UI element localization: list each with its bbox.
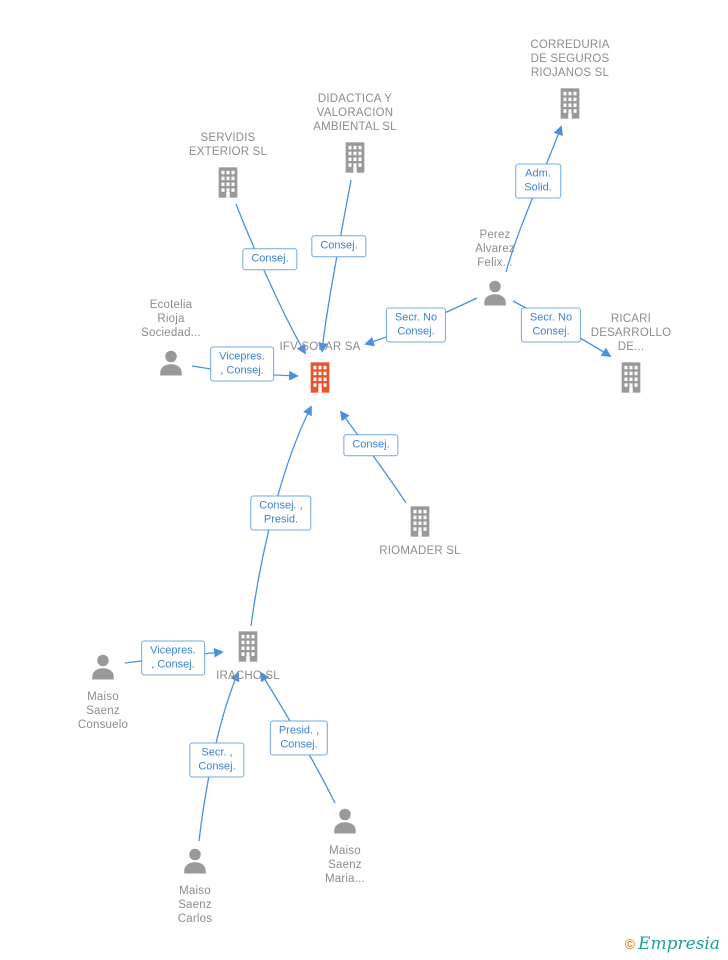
entity-name-line: DESARROLLO	[590, 327, 672, 339]
entity-name-line: AMBIENTAL SL	[313, 121, 397, 133]
entity-name-line: IFV SOLAR SA	[279, 341, 361, 353]
entity-name-line: DIDACTICA Y	[317, 93, 393, 105]
entity-name-line: Felix...	[477, 257, 513, 269]
person-icon[interactable]	[330, 804, 360, 838]
edge-role-line: Vicepres.	[150, 644, 196, 657]
edge-role-line: Adm.	[525, 167, 551, 180]
edge-role-line: Presid. ,	[278, 724, 320, 737]
entity-name-line: Carlos	[177, 913, 213, 925]
node-servidis[interactable]: SERVIDIS EXTERIOR SL	[158, 131, 298, 199]
entity-name-line: IRACHO SL	[216, 670, 280, 682]
brand-name: Empresia	[638, 934, 720, 954]
entity-name-line: RIOMADER SL	[379, 545, 461, 557]
edge-role-label: Adm.Solid.	[515, 163, 561, 199]
edge-role-line: Secr. ,	[201, 746, 233, 759]
entity-name-line: Maria...	[325, 873, 365, 885]
edge-role-line: Consej.	[352, 438, 390, 451]
edge-role-line: , Consej.	[220, 364, 264, 376]
entity-name-line: Rioja	[157, 313, 185, 325]
entity-name-line: Ecotelia	[149, 299, 193, 311]
entity-name-line: Sociedad...	[141, 327, 201, 339]
node-didactica[interactable]: DIDACTICA Y VALORACION AMBIENTAL SL	[285, 92, 425, 174]
company-icon-highlighted[interactable]	[306, 360, 334, 394]
person-icon[interactable]	[480, 276, 510, 310]
entity-name[interactable]: RICARI DESARROLLO DE...	[591, 312, 672, 354]
entity-name-line: RICARI	[610, 313, 652, 325]
person-icon[interactable]	[88, 650, 118, 684]
entity-name-line: Alvarez	[475, 243, 515, 255]
edge-role-label: Consej.	[311, 235, 367, 257]
entity-name-line: DE SEGUROS	[530, 53, 610, 65]
person-icon[interactable]	[180, 844, 210, 878]
edge-role-line: Secr. No	[529, 311, 573, 324]
relationship-arrow	[339, 410, 407, 504]
company-icon[interactable]	[406, 504, 434, 538]
node-riomader[interactable]: RIOMADER SL	[350, 504, 490, 558]
entity-name-line: CORREDURIA	[530, 39, 610, 51]
edge-role-line: Vicepres.	[219, 350, 265, 363]
company-icon[interactable]	[234, 629, 262, 663]
edge-role-label: Vicepres., Consej.	[210, 346, 274, 382]
company-icon[interactable]	[556, 86, 584, 120]
edge-role-line: Consej.	[280, 738, 318, 750]
node-correduria[interactable]: CORREDURIA DE SEGUROS RIOJANOS SL	[500, 38, 640, 120]
company-icon[interactable]	[341, 140, 369, 174]
empresia-watermark: © Empresia	[625, 934, 720, 954]
entity-name-line: Maiso	[179, 885, 211, 897]
edge-role-label: Vicepres., Consej.	[141, 640, 205, 676]
edge-role-line: Presid.	[263, 513, 299, 525]
node-ricari[interactable]: RICARI DESARROLLO DE...	[561, 312, 701, 394]
edge-role-line: Consej.	[397, 325, 435, 337]
entity-name-line: SERVIDIS	[200, 132, 256, 144]
edge-role-label: Consej.	[343, 434, 399, 456]
entity-name[interactable]: RIOMADER SL	[379, 544, 460, 558]
entity-name[interactable]: DIDACTICA Y VALORACION AMBIENTAL SL	[313, 92, 397, 134]
entity-name-line: Perez	[479, 229, 511, 241]
edge-role-label: Secr. ,Consej.	[189, 742, 245, 778]
copyright-icon: ©	[624, 936, 636, 952]
edge-role-line: Secr. No	[394, 311, 438, 324]
entity-name-line: DE...	[617, 341, 645, 353]
edge-role-line: Consej.	[320, 239, 358, 252]
entity-name-line: Consuelo	[77, 719, 129, 731]
entity-name-line: Maiso	[87, 691, 119, 703]
relationship-arrow	[318, 179, 352, 353]
person-icon[interactable]	[156, 346, 186, 380]
edge-role-label: Presid. ,Consej.	[269, 720, 329, 756]
entity-name[interactable]: IRACHO SL	[216, 669, 280, 683]
edge-role-line: , Consej.	[151, 658, 195, 670]
entity-name[interactable]: CORREDURIA DE SEGUROS RIOJANOS SL	[530, 38, 609, 80]
company-icon[interactable]	[617, 360, 645, 394]
company-icon[interactable]	[214, 165, 242, 199]
entity-name-line: Maiso	[329, 845, 361, 857]
edge-role-line: Consej.	[251, 252, 289, 265]
entity-name-line: Saenz	[86, 705, 120, 717]
entity-name-line: Saenz	[328, 859, 362, 871]
entity-name-line: Saenz	[178, 899, 212, 911]
edge-role-line: Consej.	[198, 760, 236, 772]
entity-name[interactable]: SERVIDIS EXTERIOR SL	[189, 131, 267, 159]
entity-name-line: VALORACION	[316, 107, 394, 119]
entity-name-line: EXTERIOR SL	[188, 146, 268, 158]
edge-role-line: Solid.	[524, 181, 552, 193]
entity-name-line: RIOJANOS SL	[530, 67, 610, 79]
entity-name[interactable]: IFV SOLAR SA	[279, 340, 360, 354]
relationship-arrow	[235, 203, 306, 355]
edge-role-line: Consej.	[532, 325, 570, 337]
edge-role-label: Consej.	[242, 248, 298, 270]
edge-role-label: Consej. ,Presid.	[250, 495, 312, 531]
edge-role-line: Consej. ,	[259, 499, 303, 512]
